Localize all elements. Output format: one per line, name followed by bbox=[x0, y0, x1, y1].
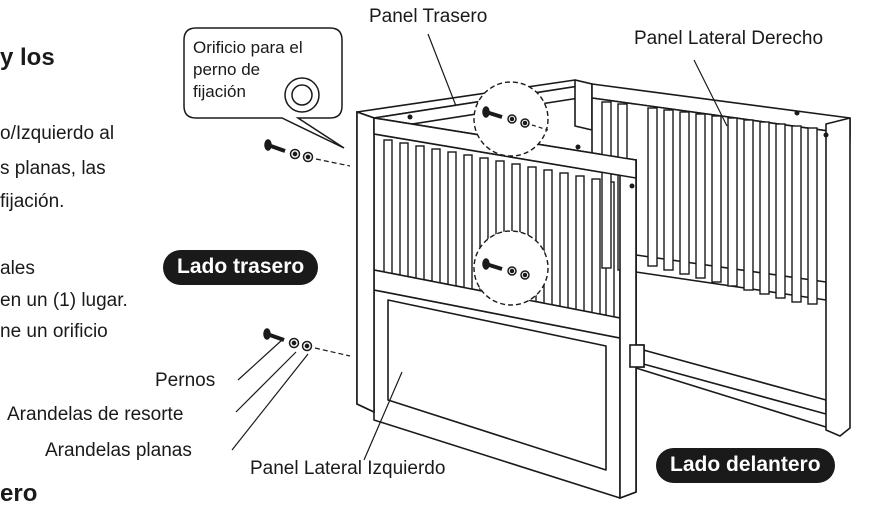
instruction-line-3: fijación. bbox=[0, 191, 65, 212]
label-pernos: Pernos bbox=[155, 370, 216, 391]
label-panel-trasero: Panel Trasero bbox=[369, 6, 488, 27]
hole-callout-bubble bbox=[183, 27, 345, 149]
heading-fragment: y los bbox=[0, 44, 55, 71]
back-panel-post bbox=[574, 79, 593, 131]
label-arandelas-resorte: Arandelas de resorte bbox=[7, 404, 184, 425]
left-panel-lower-board bbox=[387, 299, 607, 471]
label-panel-lateral-izquierdo: Panel Lateral Izquierdo bbox=[250, 458, 446, 479]
instruction-line-2: s planas, las bbox=[0, 158, 106, 179]
label-panel-lateral-derecho: Panel Lateral Derecho bbox=[634, 28, 824, 49]
bubble-line-1: Orificio para el bbox=[193, 38, 303, 57]
instruction-line-6: ne un orificio bbox=[0, 321, 108, 342]
instruction-line-5: en un (1) lugar. bbox=[0, 290, 128, 311]
bolt-icon bbox=[482, 106, 549, 280]
badge-lado-trasero: Lado trasero bbox=[163, 250, 319, 285]
instruction-line-1: o/Izquierdo al bbox=[0, 123, 115, 144]
bolt-set-upper bbox=[264, 139, 351, 167]
bubble-line-3: fijación bbox=[193, 82, 246, 101]
bolt-set-lower bbox=[263, 328, 351, 357]
label-arandelas-planas: Arandelas planas bbox=[45, 440, 192, 461]
right-panel-front-post bbox=[825, 117, 851, 437]
badge-lado-delantero: Lado delantero bbox=[656, 448, 835, 483]
bubble-line-2: perno de bbox=[193, 60, 261, 79]
instruction-line-4: ales bbox=[0, 258, 35, 279]
